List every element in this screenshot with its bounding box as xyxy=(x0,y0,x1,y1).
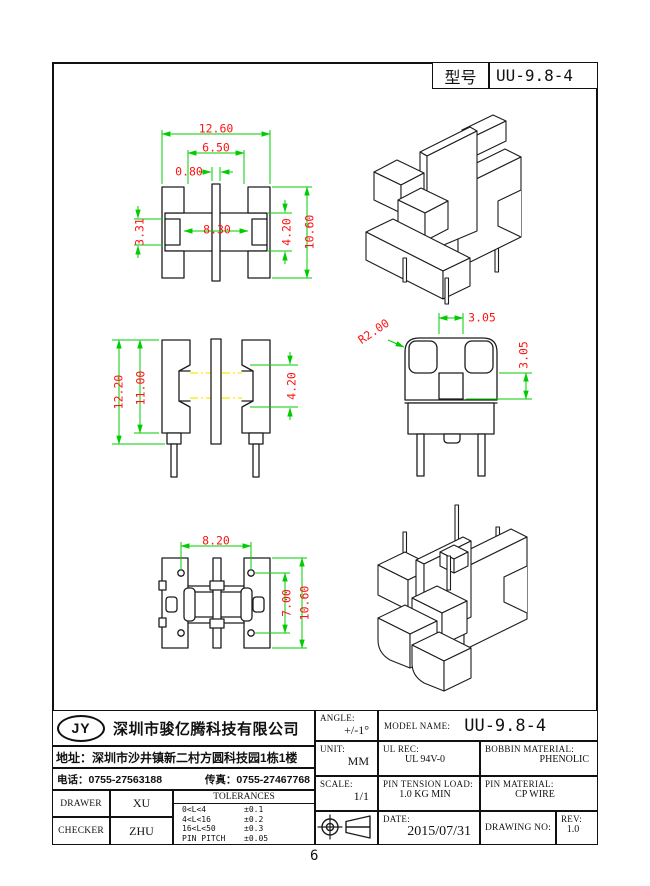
dim-end-slot-height: 3.05 xyxy=(516,341,531,369)
pin-tension-value: 1.0 KG MIN xyxy=(399,789,451,800)
tol-value: ±0.3 xyxy=(244,824,264,833)
model-name-cell: MODEL NAME: UU-9.8-4 xyxy=(378,710,598,741)
tolerances-cell: TOLERANCES 0<L<4 ±0.1 4<L<16 ±0.2 16<L<50 ±… xyxy=(173,790,315,845)
date-cell: DATE: 2015/07/31 xyxy=(378,811,480,845)
dim-front-tongue-height: 3.31 xyxy=(132,218,147,246)
model-name-label: MODEL NAME: xyxy=(384,720,451,731)
dim-side-body-height: 11.00 xyxy=(133,370,148,406)
dim-side-window-height: 4.20 xyxy=(284,372,299,400)
page-number: 6 xyxy=(310,848,319,864)
fax-value: 0755-27467768 xyxy=(236,773,310,786)
angle-value: +/-1° xyxy=(344,723,369,737)
dim-front-web-height: 4.20 xyxy=(279,218,294,246)
tol-value: ±0.2 xyxy=(244,814,264,824)
drawer-name: XU xyxy=(132,796,151,810)
ul-label: UL REC: xyxy=(383,744,420,754)
tol-range: PIN PITCH xyxy=(182,833,226,843)
end-view-drawing xyxy=(387,313,532,477)
checker-label-cell: CHECKER xyxy=(52,817,110,845)
bottom-view-drawing xyxy=(158,542,307,649)
bobbin-material-cell: BOBBIN MATERIAL: PHENOLIC xyxy=(480,741,598,776)
dim-bottom-pin-span: 8.20 xyxy=(202,533,230,548)
rev-label: REV: xyxy=(561,814,583,824)
dim-front-total-height: 10.60 xyxy=(302,214,317,250)
drawer-value-cell: XU xyxy=(110,790,173,817)
drawing-no-cell: DRAWING NO: xyxy=(480,811,556,845)
dim-bottom-pin-pitch: 7.00 xyxy=(279,589,294,617)
pin-material-label: PIN MATERIAL: xyxy=(485,779,554,789)
unit-cell: UNIT: MM xyxy=(315,741,378,776)
tol-range: 4<L<16 xyxy=(182,814,211,824)
model-name-value: UU-9.8-4 xyxy=(464,715,547,736)
tolerances-title: TOLERANCES xyxy=(174,791,314,804)
tol-range: 0<L<4 xyxy=(182,805,207,814)
scale-value: 1/1 xyxy=(353,789,369,803)
angle-cell: ANGLE: +/-1° xyxy=(315,710,378,741)
unit-value: MM xyxy=(347,754,369,768)
company-logo: JY xyxy=(57,714,105,742)
isometric-view-top xyxy=(365,114,522,305)
dim-front-web-width: 8.30 xyxy=(203,222,231,237)
phone-value: 0755-27563188 xyxy=(88,773,163,786)
bobbin-material-value: PHENOLIC xyxy=(539,754,589,765)
dim-bottom-total-height: 10.60 xyxy=(297,585,312,621)
unit-label: UNIT: xyxy=(320,744,346,754)
dim-front-total-width: 12.60 xyxy=(198,121,234,136)
ul-value: UL 94V-0 xyxy=(404,754,446,765)
checker-name: ZHU xyxy=(129,823,154,838)
scale-cell: SCALE: 1/1 xyxy=(315,776,378,811)
dim-front-inner-width: 6.50 xyxy=(202,140,230,155)
dim-end-slot-width: 3.05 xyxy=(468,310,496,325)
first-angle-projection-icon xyxy=(317,814,371,840)
model-box-label: 型号 xyxy=(444,69,477,87)
address-label: 地址： xyxy=(56,750,93,765)
fax: 传真：0755-27467768 xyxy=(205,772,310,787)
drawer-label-cell: DRAWER xyxy=(52,790,110,817)
company-phone-row: 电话：0755-27563188 传真：0755-27467768 xyxy=(52,768,315,790)
front-view-drawing xyxy=(134,130,312,282)
tolerances-table: 0<L<4 ±0.1 4<L<16 ±0.2 16<L<50 ±0.3 PIN PIT… xyxy=(174,804,314,844)
model-box-label-cell: 型号 xyxy=(432,62,489,89)
projection-symbol-cell xyxy=(315,811,378,845)
dim-front-bar-width: 0.80 xyxy=(175,164,203,179)
tol-range: 16<L<50 xyxy=(182,824,216,833)
company-row: JY 深圳市骏亿腾科技有限公司 xyxy=(52,710,315,746)
date-label: DATE: xyxy=(383,814,410,824)
phone-label: 电话： xyxy=(57,773,89,786)
drawer-label: DRAWER xyxy=(60,798,102,809)
pin-tension-label: PIN TENSION LOAD: xyxy=(383,779,473,789)
bobbin-material-label: BOBBIN MATERIAL: xyxy=(485,744,575,754)
model-box-value-cell: UU-9.8-4 xyxy=(489,62,598,89)
angle-label: ANGLE: xyxy=(320,713,355,723)
checker-label: CHECKER xyxy=(58,826,104,836)
fax-label: 传真： xyxy=(204,773,237,786)
scale-label: SCALE: xyxy=(320,779,353,789)
company-address-row: 地址：深圳市沙井镇新二村方圆科技园1栋1楼 xyxy=(52,746,315,768)
company-name: 深圳市骏亿腾科技有限公司 xyxy=(113,720,300,738)
dim-side-total-height: 12.20 xyxy=(111,374,126,410)
checker-value-cell: ZHU xyxy=(110,817,173,845)
rev-cell: REV: 1.0 xyxy=(556,811,598,845)
side-view-drawing xyxy=(112,338,298,478)
pin-material-value: CP WIRE xyxy=(515,789,555,800)
model-number: UU-9.8-4 xyxy=(496,66,574,85)
tol-value: ±0.1 xyxy=(244,805,264,814)
date-value: 2015/07/31 xyxy=(407,824,471,839)
pin-tension-cell: PIN TENSION LOAD: 1.0 KG MIN xyxy=(378,776,480,811)
rev-value: 1.0 xyxy=(566,824,580,835)
drawing-no-label: DRAWING NO: xyxy=(484,823,552,833)
ul-cell: UL REC: UL 94V-0 xyxy=(378,741,480,776)
address-value: 深圳市沙井镇新二村方圆科技园1栋1楼 xyxy=(92,750,298,765)
phone: 电话：0755-27563188 xyxy=(57,772,162,787)
pin-material-cell: PIN MATERIAL: CP WIRE xyxy=(480,776,598,811)
isometric-view-bottom xyxy=(377,504,528,692)
tol-value: ±0.05 xyxy=(244,833,269,843)
